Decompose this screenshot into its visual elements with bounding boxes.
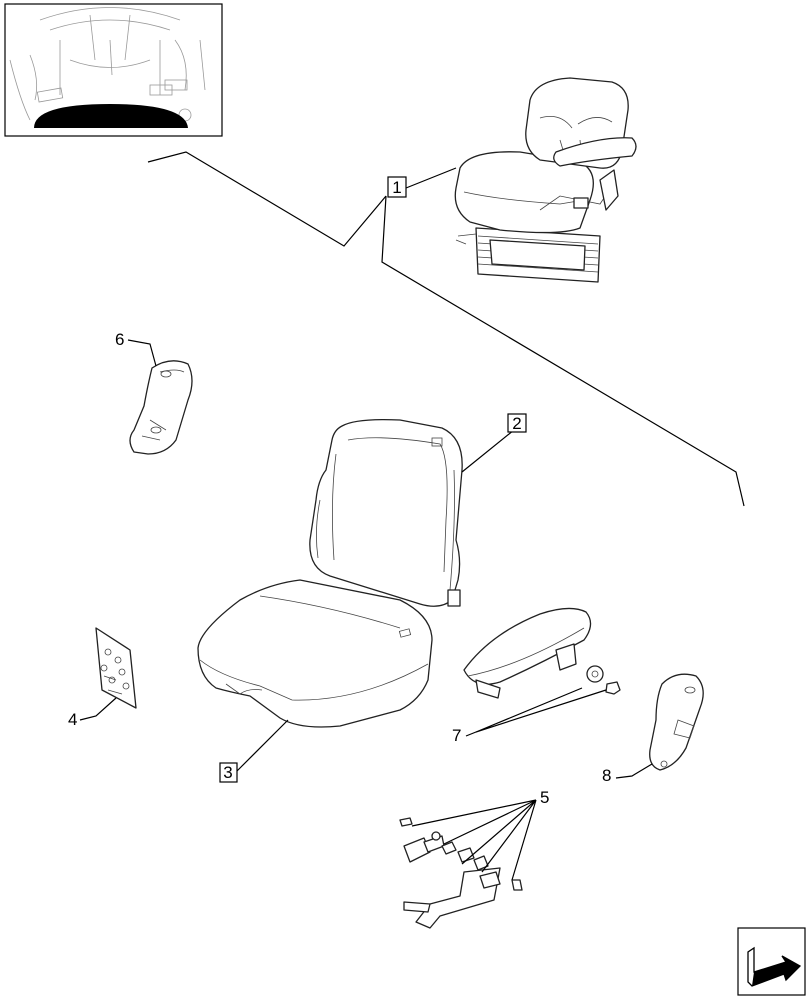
callout-leaders [79,339,653,881]
armrest [463,607,621,699]
side-cover-left [129,360,193,455]
callout-8[interactable]: 8 [602,766,611,785]
seat-belt-kit [399,817,523,929]
callout-5[interactable]: 5 [540,788,549,807]
side-cover-right [649,673,704,771]
callout-3[interactable]: 3 [219,762,238,783]
svg-text:3: 3 [223,763,232,782]
svg-text:2: 2 [512,414,521,433]
next-page-arrow-icon[interactable] [737,927,806,996]
tractor-cab-thumbnail[interactable] [4,3,223,137]
callout-7[interactable]: 7 [452,726,461,745]
seat-assembly-illustration [454,77,637,283]
callout-6[interactable]: 6 [115,330,124,349]
hardware-kit-bag [95,627,137,709]
callout-1[interactable]: 1 [387,176,407,198]
svg-text:1: 1 [392,178,401,197]
assembly-leader-lines [147,151,745,507]
callout-4[interactable]: 4 [68,710,77,729]
seat-cushion [197,579,433,728]
backrest-cover [309,418,463,607]
callout-2[interactable]: 2 [507,413,527,433]
